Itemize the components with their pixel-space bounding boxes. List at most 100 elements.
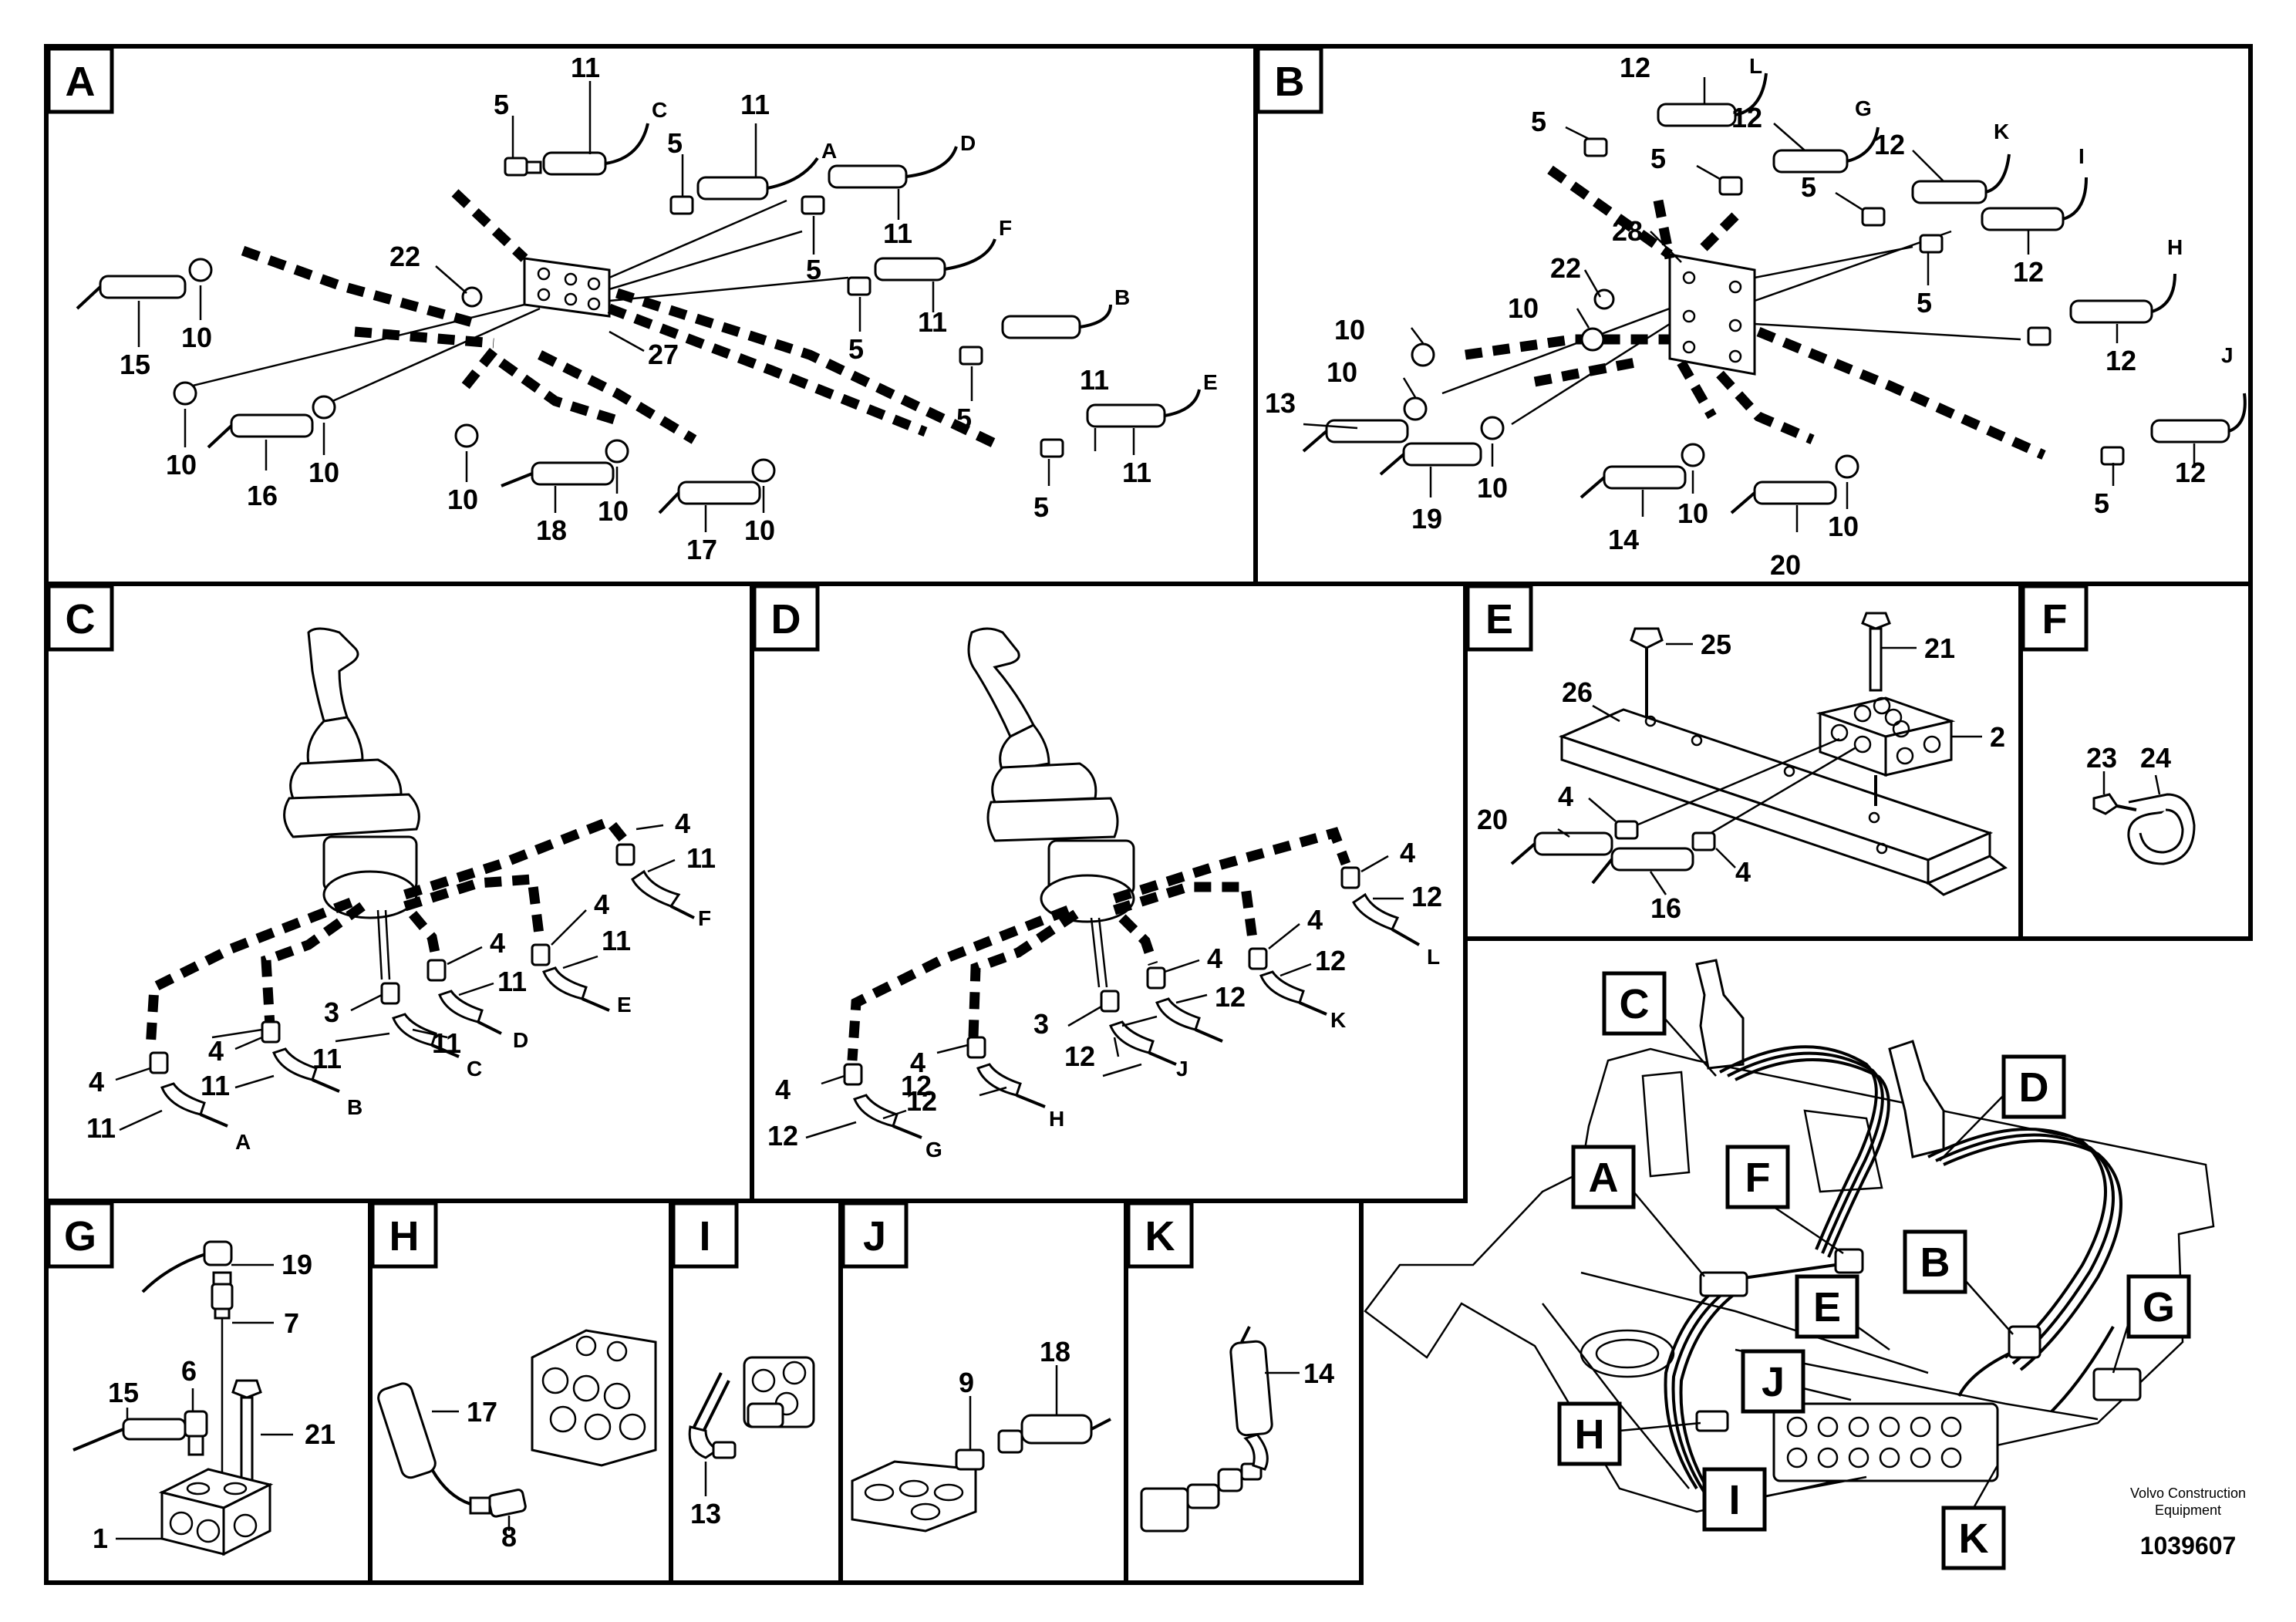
fitting-5-b4 xyxy=(1919,234,1944,254)
svg-text:13: 13 xyxy=(690,1498,721,1529)
overview-tag-i: I xyxy=(1702,1467,1867,1532)
overview-tag-g: G xyxy=(2112,1274,2191,1374)
svg-text:C: C xyxy=(652,98,667,122)
svg-text:10: 10 xyxy=(166,449,197,481)
svg-text:5: 5 xyxy=(2094,487,2109,519)
elbow-13 xyxy=(688,1372,737,1459)
svg-text:11: 11 xyxy=(602,925,631,956)
svg-text:11: 11 xyxy=(571,52,600,83)
svg-text:B: B xyxy=(1920,1239,1950,1286)
overview-tag-k: K xyxy=(1941,1465,2006,1570)
manifold-block-27 xyxy=(523,257,611,318)
svg-text:11: 11 xyxy=(1080,364,1109,396)
svg-text:4: 4 xyxy=(208,1035,224,1067)
svg-text:A: A xyxy=(235,1130,251,1154)
svg-text:20: 20 xyxy=(1477,804,1508,835)
svg-text:E: E xyxy=(617,993,632,1017)
svg-text:14: 14 xyxy=(1303,1357,1334,1389)
hose-18 xyxy=(501,461,615,487)
panel-f: F 23 24 xyxy=(2018,582,2253,941)
panel-c-labels: 4 11 F 4 11 4 11 E 3 11 D 4 11 C 4 xyxy=(86,808,716,1154)
svg-text:3: 3 xyxy=(1033,1008,1049,1040)
hose-15-g xyxy=(72,1418,187,1452)
svg-text:K: K xyxy=(1959,1516,1989,1562)
fittings-d xyxy=(843,866,1360,1086)
svg-text:20: 20 xyxy=(1770,549,1801,581)
svg-text:7: 7 xyxy=(284,1307,299,1339)
svg-text:11: 11 xyxy=(201,1070,230,1101)
valve-i xyxy=(743,1356,815,1428)
hose-14-k xyxy=(1229,1326,1273,1471)
hose-11-b xyxy=(1001,304,1112,339)
svg-text:4: 4 xyxy=(775,1074,791,1105)
panel-d-labels: 4 12 L 4 12 4 12 K 3 12 12 J 12 4 12 xyxy=(767,837,1442,1162)
fittings-4-e xyxy=(1614,820,1716,851)
valve-block-2 xyxy=(1816,696,1956,806)
hose-18-j xyxy=(997,1414,1111,1454)
svg-text:4: 4 xyxy=(1207,943,1222,974)
panel-d-tag: D xyxy=(771,596,801,642)
hose-15 xyxy=(76,275,187,310)
svg-text:2: 2 xyxy=(1990,721,2005,753)
panel-d: D xyxy=(750,582,1468,1203)
brand-line-2: Equipment xyxy=(2155,1502,2221,1518)
overview-tag-c: C xyxy=(1602,971,1717,1077)
washer-10-b xyxy=(454,423,776,483)
panel-h-tag: H xyxy=(389,1213,420,1259)
panel-c-tag: C xyxy=(66,596,96,642)
svg-text:5: 5 xyxy=(494,89,509,120)
svg-text:17: 17 xyxy=(686,534,717,565)
overview-tag-e: E xyxy=(1795,1274,1890,1351)
panel-i-labels: 13 xyxy=(690,1462,721,1529)
svg-text:H: H xyxy=(2167,235,2183,259)
svg-text:27: 27 xyxy=(648,339,679,370)
svg-text:4: 4 xyxy=(910,1047,925,1078)
joystick-left xyxy=(283,627,420,919)
svg-text:I: I xyxy=(1728,1477,1740,1523)
elbow-6 xyxy=(184,1410,208,1456)
svg-text:12: 12 xyxy=(2013,256,2044,288)
mounting-plate-26 xyxy=(1558,708,2008,896)
svg-text:12: 12 xyxy=(1620,52,1650,83)
hose-16-e xyxy=(1591,847,1694,885)
svg-text:17: 17 xyxy=(467,1396,497,1428)
drawing-number: 1039607 xyxy=(2140,1532,2237,1560)
svg-text:5: 5 xyxy=(806,254,821,285)
svg-text:12: 12 xyxy=(1411,881,1442,912)
hose-11-a xyxy=(696,157,819,201)
elbow-19 xyxy=(141,1240,233,1293)
svg-text:16: 16 xyxy=(247,480,278,511)
svg-text:C: C xyxy=(467,1057,482,1081)
svg-text:11: 11 xyxy=(86,1112,116,1144)
bolt-22 xyxy=(461,286,483,308)
clamp-24 xyxy=(2127,793,2196,865)
overview-tag-d: D xyxy=(1939,1054,2066,1162)
svg-text:11: 11 xyxy=(312,1043,342,1074)
svg-text:12: 12 xyxy=(1064,1040,1095,1072)
overview-joystick-left xyxy=(1695,959,1745,1070)
fitting-9 xyxy=(955,1448,985,1471)
svg-text:10: 10 xyxy=(1828,511,1859,542)
svg-text:F: F xyxy=(999,216,1012,240)
panel-h-labels: 17 8 xyxy=(432,1396,517,1553)
hose-19 xyxy=(1379,442,1482,476)
manifold-block-28 xyxy=(1668,253,1756,376)
fitting-5-a2 xyxy=(669,195,694,215)
panel-g-labels: 19 7 6 15 21 1 xyxy=(93,1249,335,1554)
valve-j xyxy=(851,1460,977,1533)
svg-text:3: 3 xyxy=(324,996,339,1028)
fitting-5-b3 xyxy=(1861,207,1886,227)
svg-text:10: 10 xyxy=(308,457,339,488)
panel-k: K 14 xyxy=(1124,1199,1364,1585)
fitting-5-b6 xyxy=(2100,446,2125,466)
svg-text:10: 10 xyxy=(1327,356,1357,388)
svg-text:22: 22 xyxy=(389,241,420,272)
hose-12-g xyxy=(1772,126,1880,174)
svg-text:12: 12 xyxy=(1731,102,1762,133)
machine-overview: C D A F B E G xyxy=(1364,959,2246,1570)
panel-a-tag: A xyxy=(66,59,96,105)
svg-text:4: 4 xyxy=(675,808,690,839)
panel-i: I 13 xyxy=(669,1199,843,1585)
svg-text:G: G xyxy=(2143,1284,2175,1330)
hose-11-d xyxy=(828,146,958,189)
